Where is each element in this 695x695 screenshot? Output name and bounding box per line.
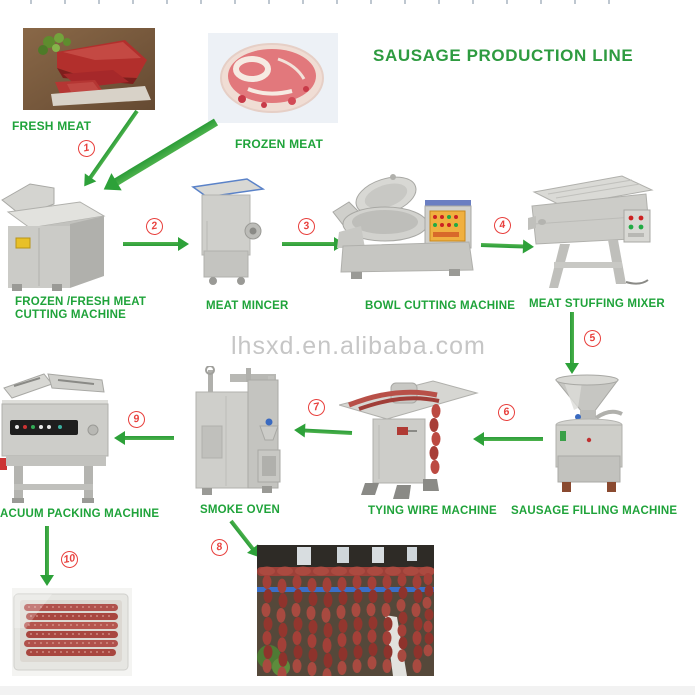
arrow-smoke-oven-to-vacuum xyxy=(114,431,174,445)
cutting-machine-label-line1: FROZEN /FRESH MEAT xyxy=(15,296,147,308)
arrow-tying-to-smoke-oven xyxy=(293,422,353,440)
bowl-cutting-machine-image xyxy=(331,172,481,282)
arrow-shaft xyxy=(229,519,256,552)
tying-wire-machine-label: TYING WIRE MACHINE xyxy=(368,505,497,517)
step-circle-6: 6 xyxy=(496,402,517,423)
arrow-shaft xyxy=(123,242,180,246)
arrow-bowl-cutter-to-mixer xyxy=(480,238,535,254)
step-circle-2: 2 xyxy=(144,216,165,237)
hanging-sausages-photo xyxy=(257,545,434,676)
page-title: SAUSAGE PRODUCTION LINE xyxy=(373,46,634,65)
watermark-text: lhsxd.en.alibaba.com xyxy=(231,332,486,360)
arrow-head-icon xyxy=(40,575,54,586)
arrow-shaft xyxy=(45,526,49,577)
arrow-vacuum-to-packed-product xyxy=(40,526,54,586)
smoke-oven-image xyxy=(190,366,292,502)
cutting-machine-label-line2: CUTTING MACHINE xyxy=(15,309,126,321)
fresh-meat-photo xyxy=(23,28,155,110)
step-circle-3: 3 xyxy=(296,216,317,237)
fresh-meat-label: FRESH MEAT xyxy=(12,119,92,133)
step-circle-4: 4 xyxy=(492,215,513,236)
arrow-shaft xyxy=(302,428,353,435)
bottom-divider xyxy=(0,686,695,695)
meat-mincer-label: MEAT MINCER xyxy=(206,300,289,312)
step-circle-5: 5 xyxy=(582,328,603,349)
cutting-machine-label: FROZEN /FRESH MEAT CUTTING MACHINE xyxy=(15,296,146,322)
cutting-machine-image xyxy=(0,176,112,294)
arrow-filler-to-tying xyxy=(473,432,543,446)
step-circle-8: 8 xyxy=(209,537,230,558)
smoke-oven-label: SMOKE OVEN xyxy=(200,504,280,516)
arrow-head-icon xyxy=(114,431,125,445)
meat-stuffing-mixer-image xyxy=(528,174,658,292)
packed-sausages-photo xyxy=(12,588,132,676)
step-circle-7: 7 xyxy=(306,397,327,418)
arrow-shaft xyxy=(480,243,526,249)
arrow-shaft xyxy=(282,242,336,246)
arrow-head-icon xyxy=(293,422,306,438)
sausage-filling-machine-image xyxy=(544,372,636,498)
clipped-top-text xyxy=(30,0,640,4)
step-circle-9: 9 xyxy=(126,409,147,430)
vacuum-packing-machine-image xyxy=(0,368,114,504)
tying-wire-machine-image xyxy=(339,375,479,503)
arrow-cutting-to-mincer xyxy=(123,237,189,251)
vacuum-packing-machine-label: ACUUM PACKING MACHINE xyxy=(0,508,160,520)
sausage-filling-machine-label: SAUSAGE FILLING MACHINE xyxy=(511,505,678,517)
arrow-shaft xyxy=(570,312,574,365)
arrow-head-icon xyxy=(178,237,189,251)
arrow-shaft xyxy=(123,436,174,440)
frozen-meat-label: FROZEN MEAT xyxy=(235,137,323,151)
arrow-shaft xyxy=(482,437,543,441)
step-circle-1: 1 xyxy=(76,138,97,159)
frozen-meat-photo xyxy=(208,33,338,123)
arrow-mixer-to-filler xyxy=(565,312,579,374)
meat-mincer-image xyxy=(189,177,267,289)
bowl-cutting-machine-label: BOWL CUTTING MACHINE xyxy=(365,300,516,312)
step-circle-10: 10 xyxy=(59,549,80,570)
meat-stuffing-mixer-label: MEAT STUFFING MIXER xyxy=(529,298,665,310)
